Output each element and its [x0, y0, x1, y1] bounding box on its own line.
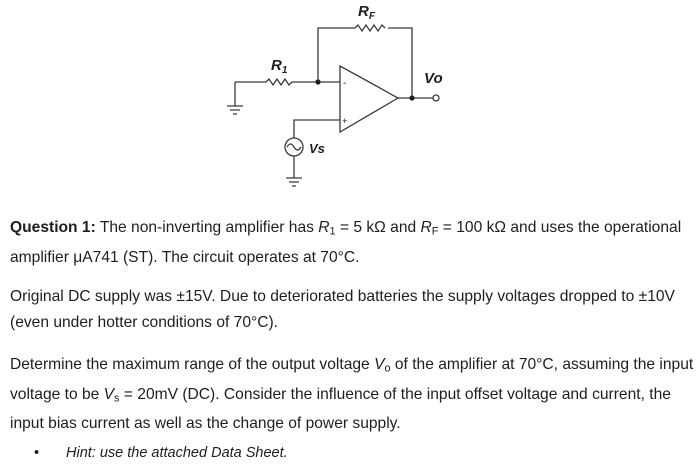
feedback-wire	[317, 27, 413, 98]
opamp-minus-sign: -	[343, 78, 346, 89]
question-lead: Question 1:	[10, 219, 96, 236]
hint-line: • Hint: use the attached Data Sheet.	[34, 442, 288, 464]
output-terminal	[432, 94, 440, 102]
ac-source-circle	[284, 137, 304, 157]
r1-label: R1	[271, 57, 288, 76]
question-paragraph-2: Original DC supply was ±15V. Due to dete…	[10, 288, 675, 331]
circuit-diagram: RF R1 Vo Vs - +	[227, 3, 443, 187]
opamp-triangle	[339, 64, 400, 134]
hint-bullet: •	[34, 445, 40, 461]
question-paragraph-1: Question 1: The non-inverting amplifier …	[10, 219, 682, 266]
ac-source-wave	[286, 143, 302, 151]
vo-label: Vo	[424, 70, 443, 87]
left-ground-symbol	[227, 105, 243, 115]
rf-label: RF	[358, 3, 376, 22]
junction-dot-inverting	[315, 79, 321, 85]
r1-resistor	[235, 77, 340, 87]
vs-label: Vs	[309, 141, 325, 156]
source-wire	[293, 119, 340, 138]
question-paragraph-3: Determine the maximum range of the outpu…	[10, 356, 694, 433]
rf-resistor	[354, 23, 386, 33]
opamp-plus-sign: +	[342, 116, 347, 126]
junction-dot-output	[409, 95, 415, 101]
hint-text: Hint: use the attached Data Sheet.	[66, 445, 288, 461]
source-ground-symbol	[286, 177, 302, 187]
